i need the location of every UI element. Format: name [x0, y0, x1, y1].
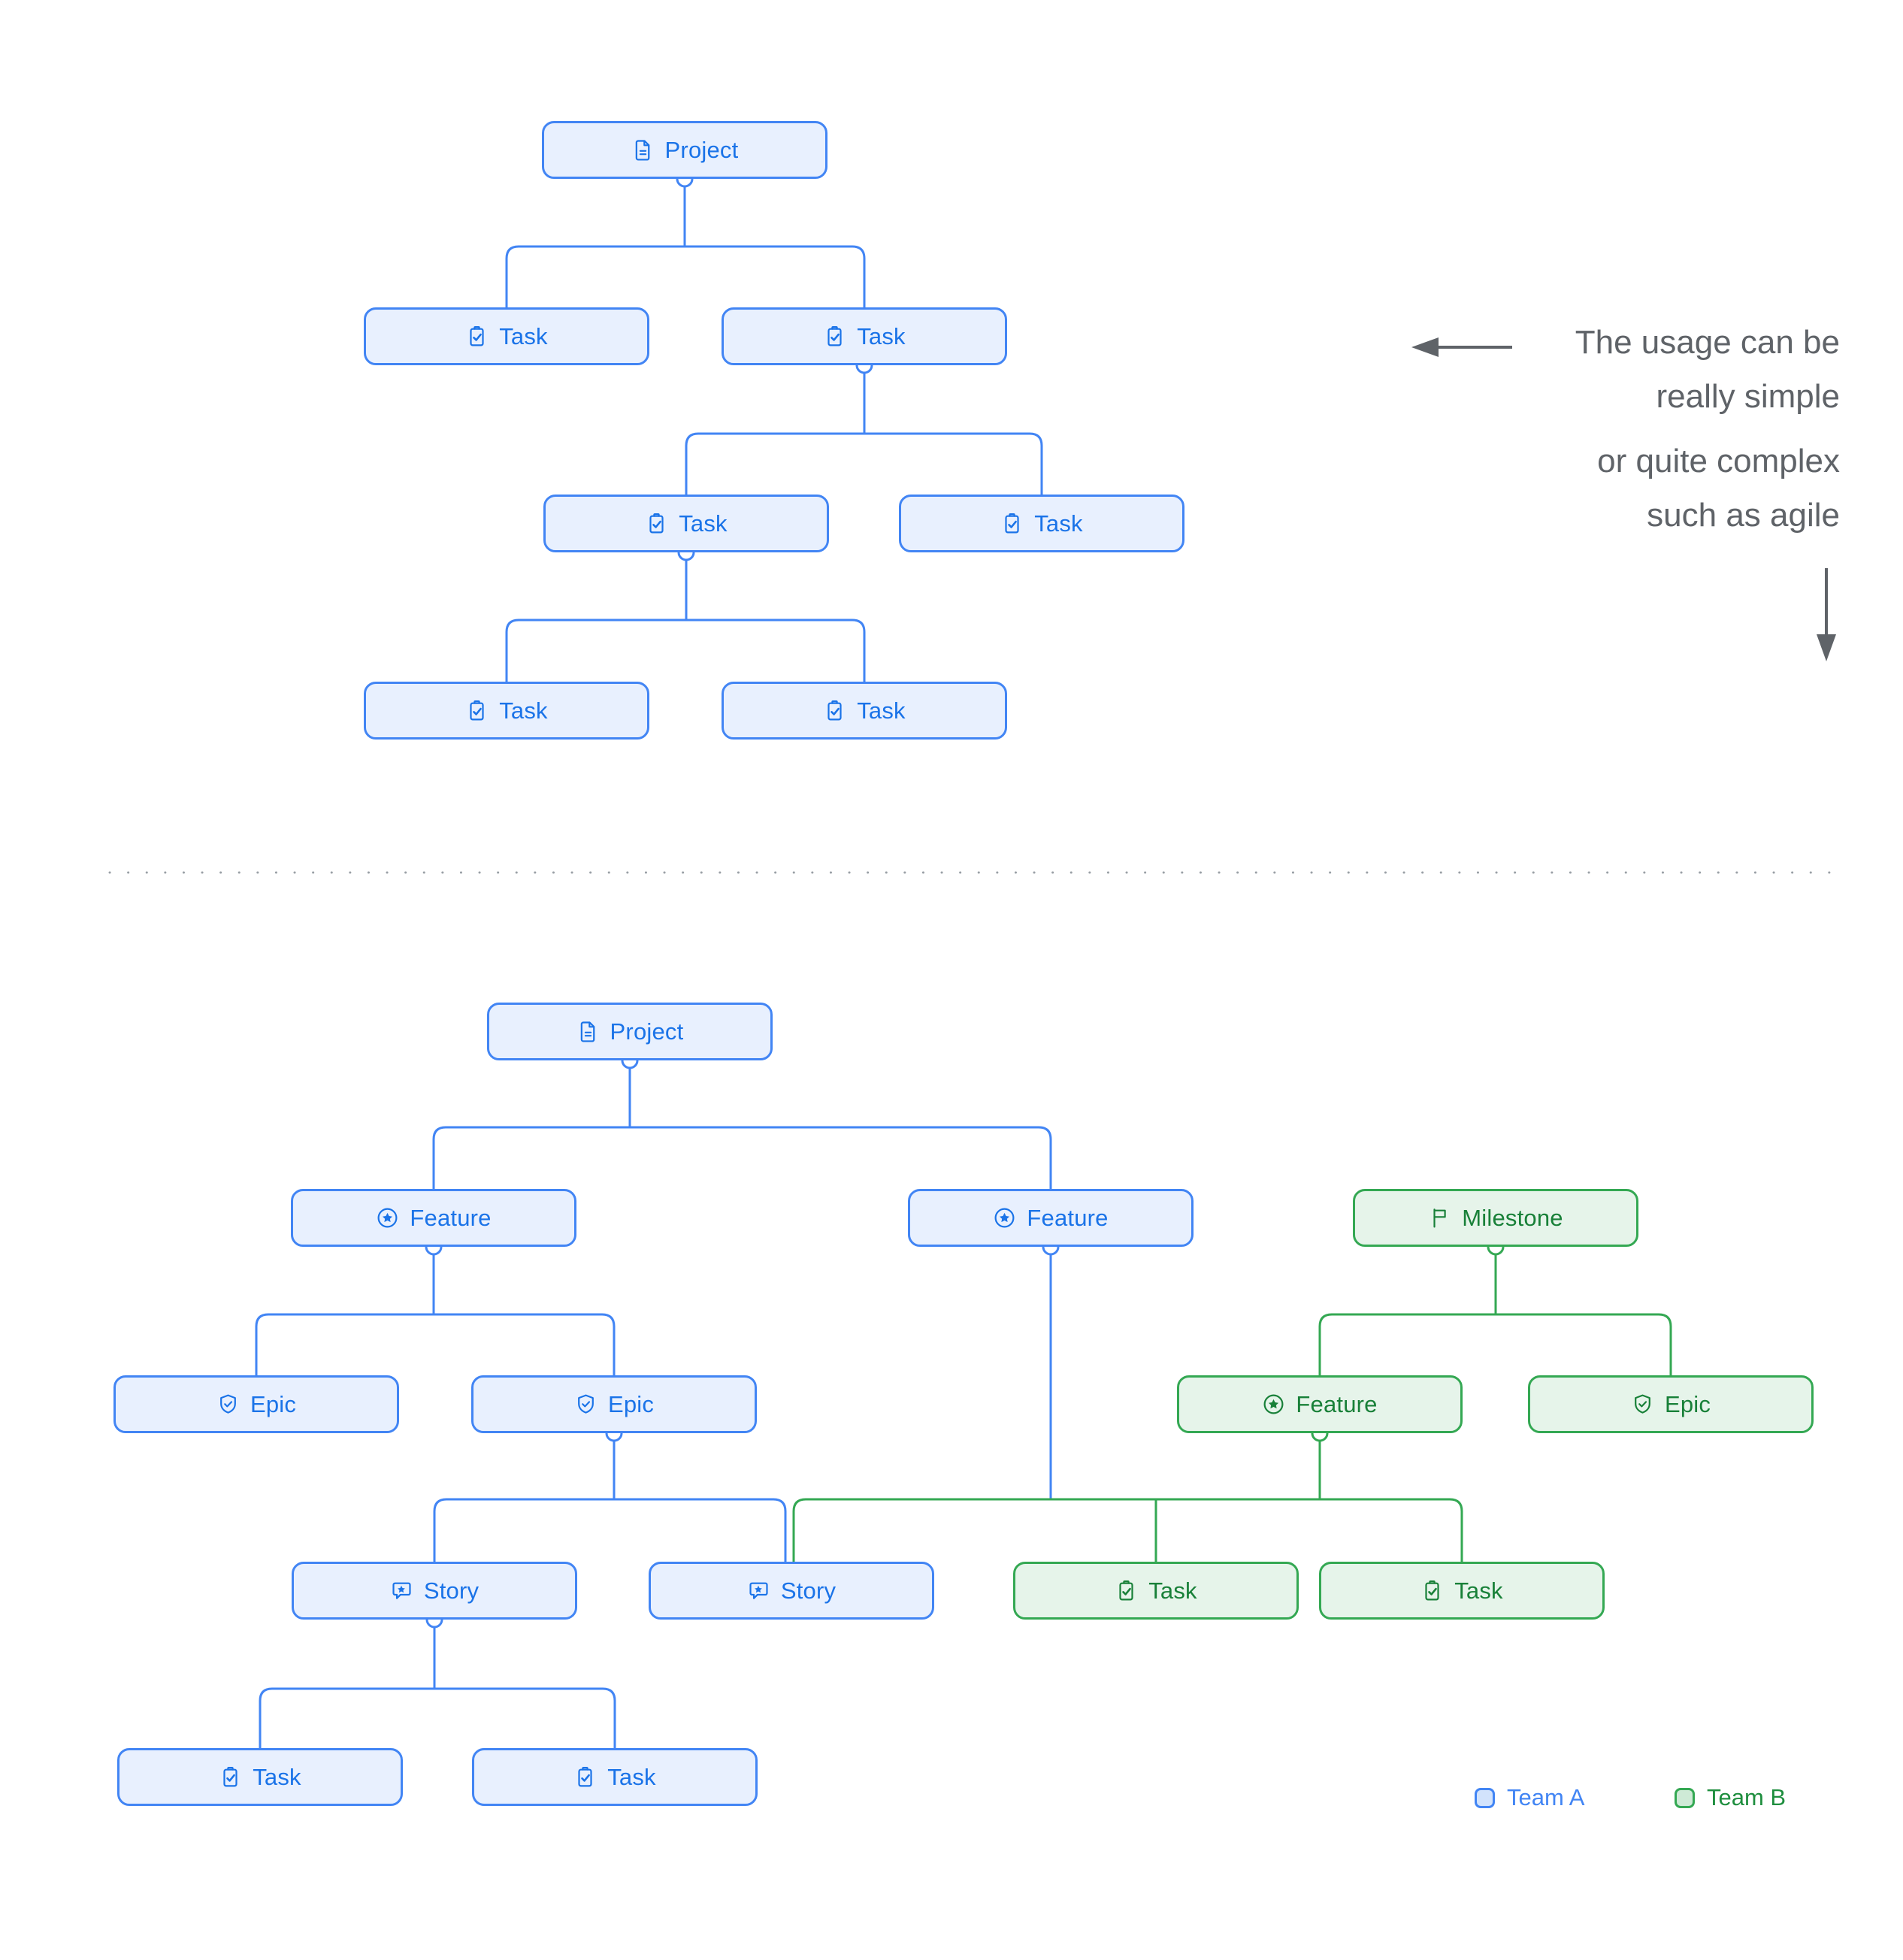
node-label: Feature — [410, 1204, 492, 1231]
star-circle-icon — [376, 1206, 399, 1230]
clipboard-check-icon — [219, 1765, 242, 1789]
flag-icon — [1428, 1206, 1451, 1230]
node-complex-project[interactable]: Project — [487, 1003, 773, 1060]
node-label: Task — [1034, 510, 1083, 537]
star-circle-icon — [993, 1206, 1016, 1230]
node-task-b1[interactable]: Task — [1013, 1562, 1299, 1620]
clipboard-check-icon — [1420, 1579, 1444, 1602]
node-simple-task-leaf-right[interactable]: Task — [722, 682, 1007, 740]
node-simple-task-child-right[interactable]: Task — [899, 495, 1184, 552]
legend-team-b-label: Team B — [1707, 1784, 1787, 1810]
clipboard-check-icon — [645, 512, 668, 535]
node-story-1[interactable]: Story — [292, 1562, 577, 1620]
document-icon — [631, 138, 655, 162]
node-simple-project[interactable]: Project — [542, 121, 827, 179]
clipboard-check-icon — [1115, 1579, 1138, 1602]
clipboard-check-icon — [465, 325, 489, 348]
connector-epic2-stories — [433, 1498, 787, 1562]
connector-simple-level1 — [505, 245, 866, 307]
node-epic-a2[interactable]: Epic — [471, 1375, 757, 1433]
left-arrow-icon — [1405, 334, 1518, 361]
legend-team-b: Team B — [1675, 1784, 1786, 1811]
node-label: Epic — [250, 1390, 297, 1417]
document-icon — [576, 1020, 600, 1043]
node-label: Task — [1454, 1577, 1503, 1604]
node-label: Task — [857, 322, 906, 349]
connector-simple-level2 — [685, 432, 1043, 495]
story-bubble-icon — [747, 1579, 770, 1602]
shield-check-icon — [216, 1393, 240, 1416]
annotation-simple: The usage can be really simple — [1359, 316, 1840, 424]
node-label: Story — [423, 1577, 480, 1604]
annotation-complex: or quite complex such as agile — [1359, 434, 1840, 543]
node-simple-task-left[interactable]: Task — [364, 307, 649, 365]
shield-check-icon — [1631, 1393, 1654, 1416]
story-bubble-icon — [390, 1579, 413, 1602]
node-feature-b[interactable]: Feature — [1177, 1375, 1463, 1433]
node-label: Task — [253, 1763, 301, 1790]
annotation-simple-line2: really simple — [1656, 378, 1840, 415]
node-label: Task — [607, 1763, 656, 1790]
node-simple-task-child-left[interactable]: Task — [543, 495, 829, 552]
node-milestone-b[interactable]: Milestone — [1353, 1189, 1638, 1247]
clipboard-check-icon — [1000, 512, 1024, 535]
annotation-complex-line2: such as agile — [1647, 497, 1840, 534]
node-label: Task — [857, 697, 906, 724]
legend-team-a: Team A — [1475, 1784, 1584, 1811]
annotation-complex-line1: or quite complex — [1597, 443, 1840, 479]
clipboard-check-icon — [823, 699, 846, 722]
node-label: Task — [499, 322, 548, 349]
node-epic-a1[interactable]: Epic — [113, 1375, 399, 1433]
node-epic-b[interactable]: Epic — [1528, 1375, 1814, 1433]
node-feature-a1[interactable]: Feature — [291, 1189, 576, 1247]
node-label: Task — [499, 697, 548, 724]
connector-complex-features — [432, 1126, 1052, 1189]
node-label: Project — [664, 136, 739, 163]
node-simple-task-leaf-left[interactable]: Task — [364, 682, 649, 740]
legend-team-a-label: Team A — [1507, 1784, 1585, 1810]
node-task-b2[interactable]: Task — [1319, 1562, 1605, 1620]
team-b-swatch — [1675, 1787, 1695, 1808]
node-label: Task — [1148, 1577, 1197, 1604]
clipboard-check-icon — [573, 1765, 597, 1789]
node-task-a2[interactable]: Task — [472, 1748, 758, 1806]
connector-shared-group — [792, 1498, 1463, 1562]
node-label: Task — [679, 510, 728, 537]
star-circle-icon — [1262, 1393, 1285, 1416]
node-feature-a2[interactable]: Feature — [908, 1189, 1194, 1247]
team-a-swatch — [1475, 1787, 1495, 1808]
node-label: Milestone — [1462, 1204, 1563, 1231]
node-label: Epic — [607, 1390, 655, 1417]
clipboard-check-icon — [823, 325, 846, 348]
connector-simple-level3 — [505, 619, 866, 682]
node-label: Project — [610, 1018, 684, 1045]
node-label: Story — [780, 1577, 837, 1604]
annotation-simple-line1: The usage can be — [1575, 324, 1840, 361]
node-label: Feature — [1296, 1390, 1378, 1417]
clipboard-check-icon — [465, 699, 489, 722]
node-task-a1[interactable]: Task — [117, 1748, 403, 1806]
node-story-2[interactable]: Story — [649, 1562, 934, 1620]
node-label: Epic — [1664, 1390, 1711, 1417]
node-simple-task-right[interactable]: Task — [722, 307, 1007, 365]
down-arrow-icon — [1810, 565, 1843, 664]
node-label: Feature — [1027, 1204, 1109, 1231]
shield-check-icon — [574, 1393, 598, 1416]
connector-story1-tasks — [259, 1687, 616, 1748]
connector-milestone-children — [1318, 1313, 1672, 1375]
connector-feature1-epics — [255, 1313, 616, 1375]
